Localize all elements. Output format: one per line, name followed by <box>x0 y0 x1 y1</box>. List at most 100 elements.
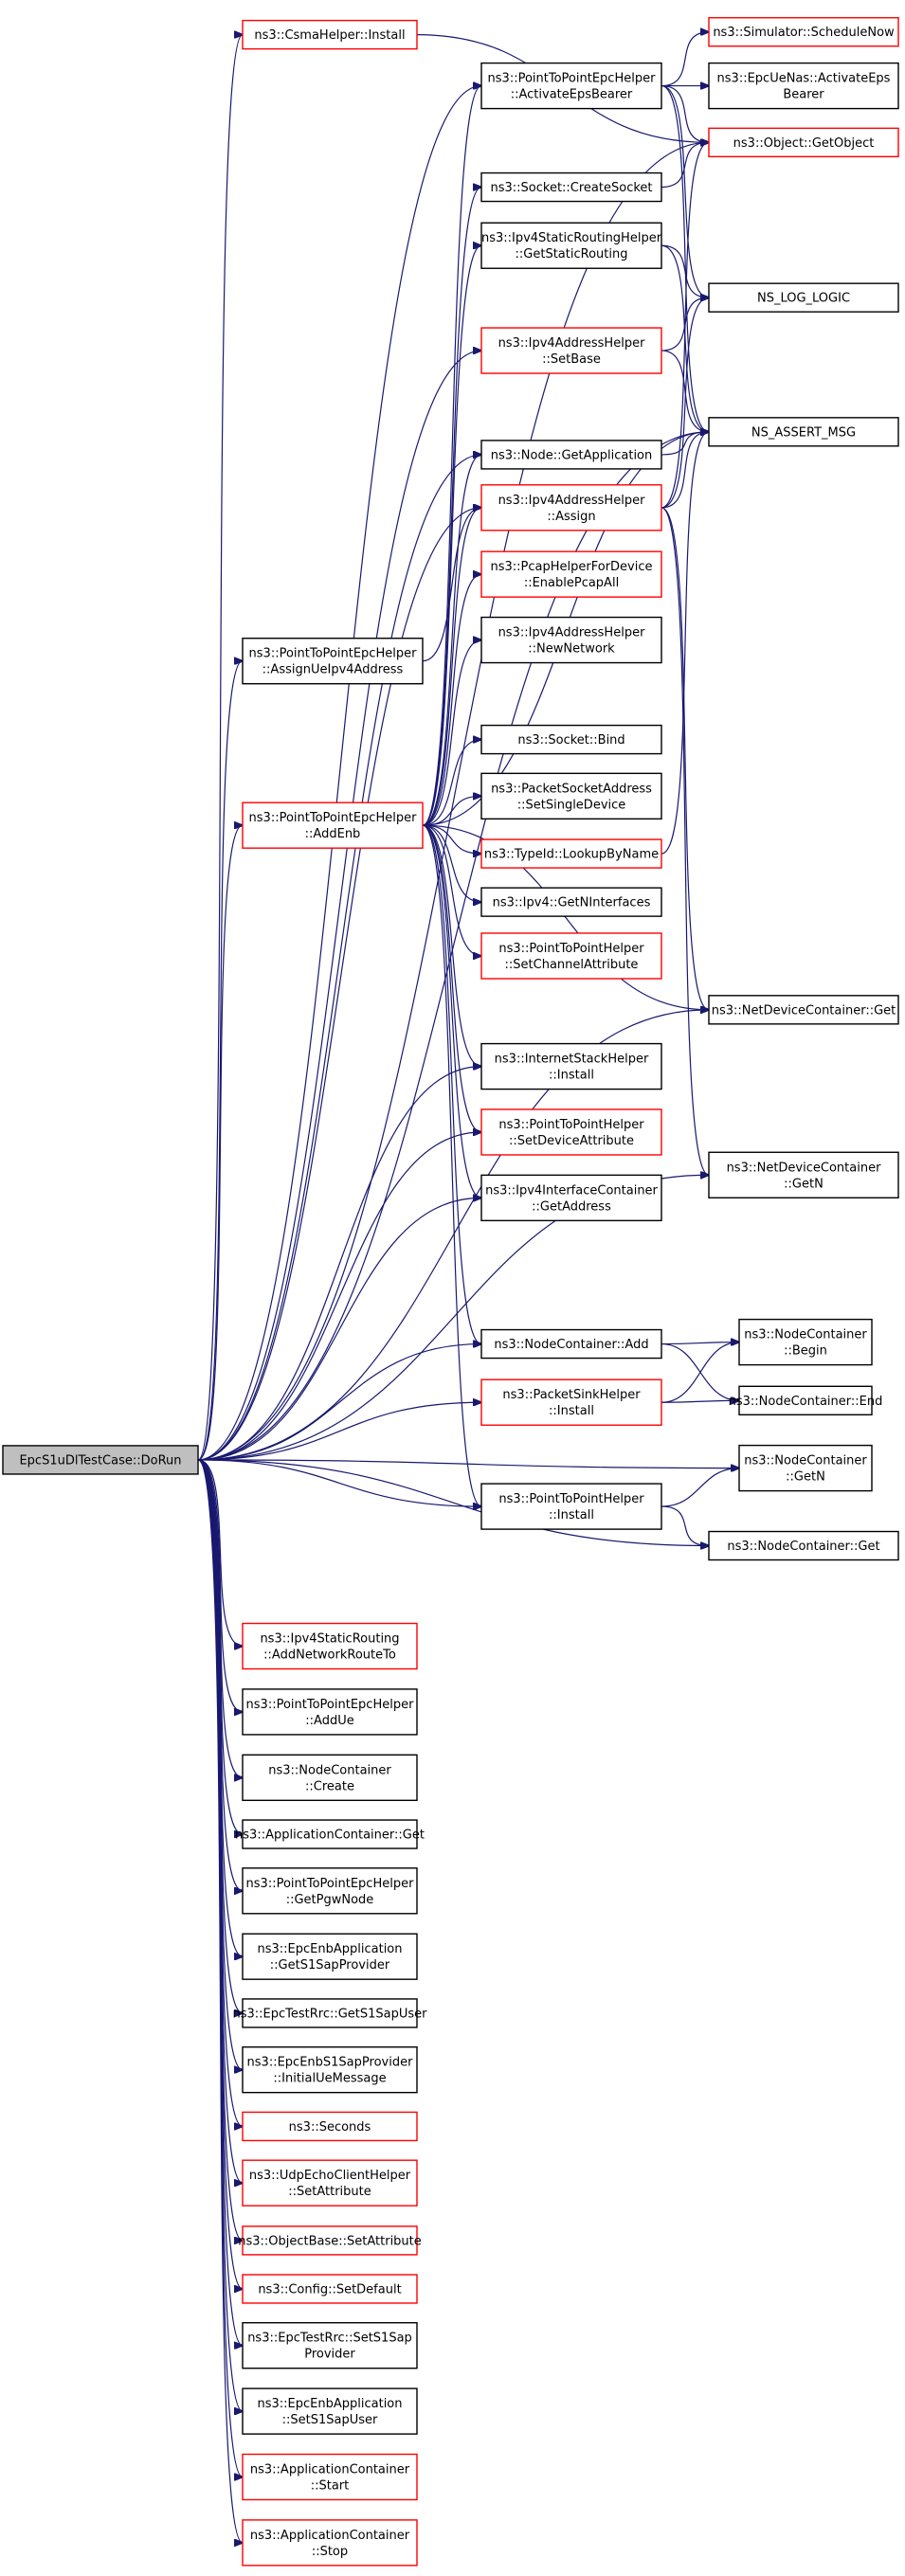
node-label: ns3::NodeContainer <box>744 1454 867 1468</box>
node-pcap[interactable]: ns3::PcapHelperForDevice::EnablePcapAll <box>480 550 662 598</box>
node-chanAttr[interactable]: ns3::PointToPointHelper::SetChannelAttri… <box>480 932 662 980</box>
node-box <box>708 1151 899 1198</box>
edge-doRun-to-assignUe <box>197 661 243 1461</box>
node-seconds[interactable]: ns3::Seconds <box>242 2111 418 2142</box>
node-schedNow[interactable]: ns3::Simulator::ScheduleNow <box>708 17 899 47</box>
node-ncAdd[interactable]: ns3::NodeContainer::Add <box>480 1328 662 1360</box>
node-inetInstall[interactable]: ns3::InternetStackHelper::Install <box>480 1042 662 1090</box>
node-box <box>242 1867 418 1915</box>
node-ncCreate[interactable]: ns3::NodeContainer::Create <box>242 1754 418 1802</box>
node-ncBegin[interactable]: ns3::NodeContainer::Begin <box>738 1318 873 1366</box>
node-addRoute[interactable]: ns3::Ipv4StaticRouting::AddNetworkRouteT… <box>242 1622 418 1670</box>
edge-assign-to-ndcGetN <box>661 507 709 1175</box>
node-nsLog[interactable]: NS_LOG_LOGIC <box>708 282 899 313</box>
edge-doRun-to-addUe <box>197 1459 243 1712</box>
node-ipv4Static[interactable]: ns3::Ipv4StaticRoutingHelper::GetStaticR… <box>480 222 662 269</box>
node-label: ns3::NetDeviceContainer <box>727 1161 882 1175</box>
node-label: ns3::Socket::CreateSocket <box>490 181 652 195</box>
edge-addEnb-to-chanAttr <box>422 824 481 956</box>
node-label: ns3::TypeId::LookupByName <box>484 848 659 862</box>
node-box <box>738 1385 873 1415</box>
node-csmaInstall[interactable]: ns3::CsmaHelper::Install <box>242 19 418 50</box>
node-label: ns3::PointToPointEpcHelper <box>488 72 657 86</box>
node-activateEps[interactable]: ns3::PointToPointEpcHelper::ActivateEpsB… <box>480 62 662 110</box>
node-label: ns3::InternetStackHelper <box>495 1053 649 1067</box>
node-ipv4IfAddr[interactable]: ns3::Ipv4InterfaceContainer::GetAddress <box>480 1174 662 1222</box>
node-assign[interactable]: ns3::Ipv4AddressHelper::Assign <box>480 484 662 531</box>
node-enbGetS1[interactable]: ns3::EpcEnbApplication::GetS1SapProvider <box>242 1933 418 1980</box>
node-box <box>242 1754 418 1802</box>
node-sinkInstall[interactable]: ns3::PacketSinkHelper::Install <box>480 1378 662 1426</box>
node-label: ns3::Ipv4InterfaceContainer <box>485 1183 658 1198</box>
node-label: ns3::NodeContainer <box>744 1328 867 1342</box>
node-addEnb[interactable]: ns3::PointToPointEpcHelper::AddEnb <box>242 802 424 849</box>
node-cfgDefault[interactable]: ns3::Config::SetDefault <box>242 2274 418 2304</box>
node-label: ns3::Config::SetDefault <box>258 2282 401 2297</box>
node-getApp[interactable]: ns3::Node::GetApplication <box>480 440 662 470</box>
edge-addEnb-to-typeId <box>422 824 481 854</box>
edge-assign-to-nsAssert <box>661 432 709 509</box>
node-bind[interactable]: ns3::Socket::Bind <box>480 724 662 755</box>
node-label: ns3::Object::GetObject <box>733 136 875 151</box>
edge-doRun-to-ncGet <box>197 1459 709 1546</box>
edge-assign-to-nsLog <box>661 297 709 509</box>
node-getNIf[interactable]: ns3::Ipv4::GetNInterfaces <box>480 887 662 917</box>
edge-sinkInstall-to-ncBegin <box>661 1342 739 1403</box>
node-label: ns3::EpcEnbS1SapProvider <box>247 2056 414 2070</box>
node-nsAssert[interactable]: NS_ASSERT_MSG <box>708 417 899 447</box>
node-appStart[interactable]: ns3::ApplicationContainer::Start <box>242 2453 418 2501</box>
node-ncGetN[interactable]: ns3::NodeContainer::GetN <box>738 1444 873 1492</box>
node-initUe[interactable]: ns3::EpcEnbS1SapProvider::InitialUeMessa… <box>242 2045 418 2094</box>
node-box <box>242 2453 418 2501</box>
edge-doRun-to-addRoute <box>197 1459 243 1647</box>
node-box <box>708 417 899 447</box>
node-getPgw[interactable]: ns3::PointToPointEpcHelper::GetPgwNode <box>242 1867 418 1915</box>
node-label: ns3::Ipv4StaticRoutingHelper <box>481 231 662 245</box>
node-ncGet[interactable]: ns3::NodeContainer::Get <box>708 1530 899 1561</box>
edge-addEnb-to-bind <box>422 740 481 826</box>
node-ueNas[interactable]: ns3::EpcUeNas::ActivateEpsBearer <box>708 62 899 110</box>
node-label: ns3::PointToPointHelper <box>498 942 644 956</box>
node-udpAttr[interactable]: ns3::UdpEchoClientHelper::SetAttribute <box>242 2159 418 2207</box>
node-enbSetS1[interactable]: ns3::EpcEnbApplication::SetS1SapUser <box>242 2387 418 2435</box>
node-box <box>480 887 662 917</box>
node-label: ::SetDeviceAttribute <box>509 1134 634 1148</box>
node-label: ns3::CsmaHelper::Install <box>254 28 405 43</box>
node-box <box>480 550 662 598</box>
node-typeId[interactable]: ns3::TypeId::LookupByName <box>480 838 662 869</box>
node-pktSock[interactable]: ns3::PacketSocketAddress::SetSingleDevic… <box>480 772 662 820</box>
node-label: ns3::Ipv4AddressHelper <box>498 626 646 640</box>
node-p2pInstall[interactable]: ns3::PointToPointHelper::Install <box>480 1483 662 1530</box>
edge-addEnb-to-ndcGet <box>422 824 709 1010</box>
node-label: ::GetPgwNode <box>286 1893 374 1907</box>
node-ndcGet[interactable]: ns3::NetDeviceContainer::Get <box>708 995 899 1025</box>
edge-doRun-to-csmaInstall <box>197 35 243 1461</box>
node-appStop[interactable]: ns3::ApplicationContainer::Stop <box>242 2519 418 2567</box>
node-label: ::Install <box>549 1069 594 1083</box>
node-newNet[interactable]: ns3::Ipv4AddressHelper::NewNetwork <box>480 616 662 664</box>
node-setBase[interactable]: ns3::Ipv4AddressHelper::SetBase <box>480 327 662 374</box>
node-box <box>480 1042 662 1090</box>
node-box <box>480 62 662 110</box>
node-label: ns3::ObjectBase::SetAttribute <box>238 2234 422 2248</box>
node-devAttr[interactable]: ns3::PointToPointHelper::SetDeviceAttrib… <box>480 1108 662 1156</box>
node-box <box>708 995 899 1025</box>
edge-doRun-to-ndcGet <box>197 1010 709 1461</box>
node-ndcGetN[interactable]: ns3::NetDeviceContainer::GetN <box>708 1151 899 1198</box>
node-assignUe[interactable]: ns3::PointToPointEpcHelper::AssignUeIpv4… <box>242 638 424 685</box>
node-getObject[interactable]: ns3::Object::GetObject <box>708 127 899 158</box>
node-ncEnd[interactable]: ns3::NodeContainer::End <box>729 1385 883 1415</box>
node-objAttr[interactable]: ns3::ObjectBase::SetAttribute <box>238 2225 422 2256</box>
node-label: NS_ASSERT_MSG <box>751 425 856 440</box>
node-addUe[interactable]: ns3::PointToPointEpcHelper::AddUe <box>242 1688 418 1736</box>
edge-doRun-to-devAttr <box>197 1132 481 1461</box>
edge-doRun-to-appStop <box>197 1459 243 2543</box>
edge-addEnb-to-pcap <box>422 574 481 826</box>
node-appGet[interactable]: ns3::ApplicationContainer::Get <box>235 1819 425 1849</box>
node-createSocket[interactable]: ns3::Socket::CreateSocket <box>480 171 662 203</box>
node-doRun[interactable]: EpcS1uDlTestCase::DoRun <box>2 1445 199 1475</box>
edge-doRun-to-getApp <box>197 455 481 1461</box>
node-rrcGetS1[interactable]: ns3::EpcTestRrc::GetS1SapUser <box>232 1998 427 2028</box>
node-box <box>242 2225 418 2256</box>
